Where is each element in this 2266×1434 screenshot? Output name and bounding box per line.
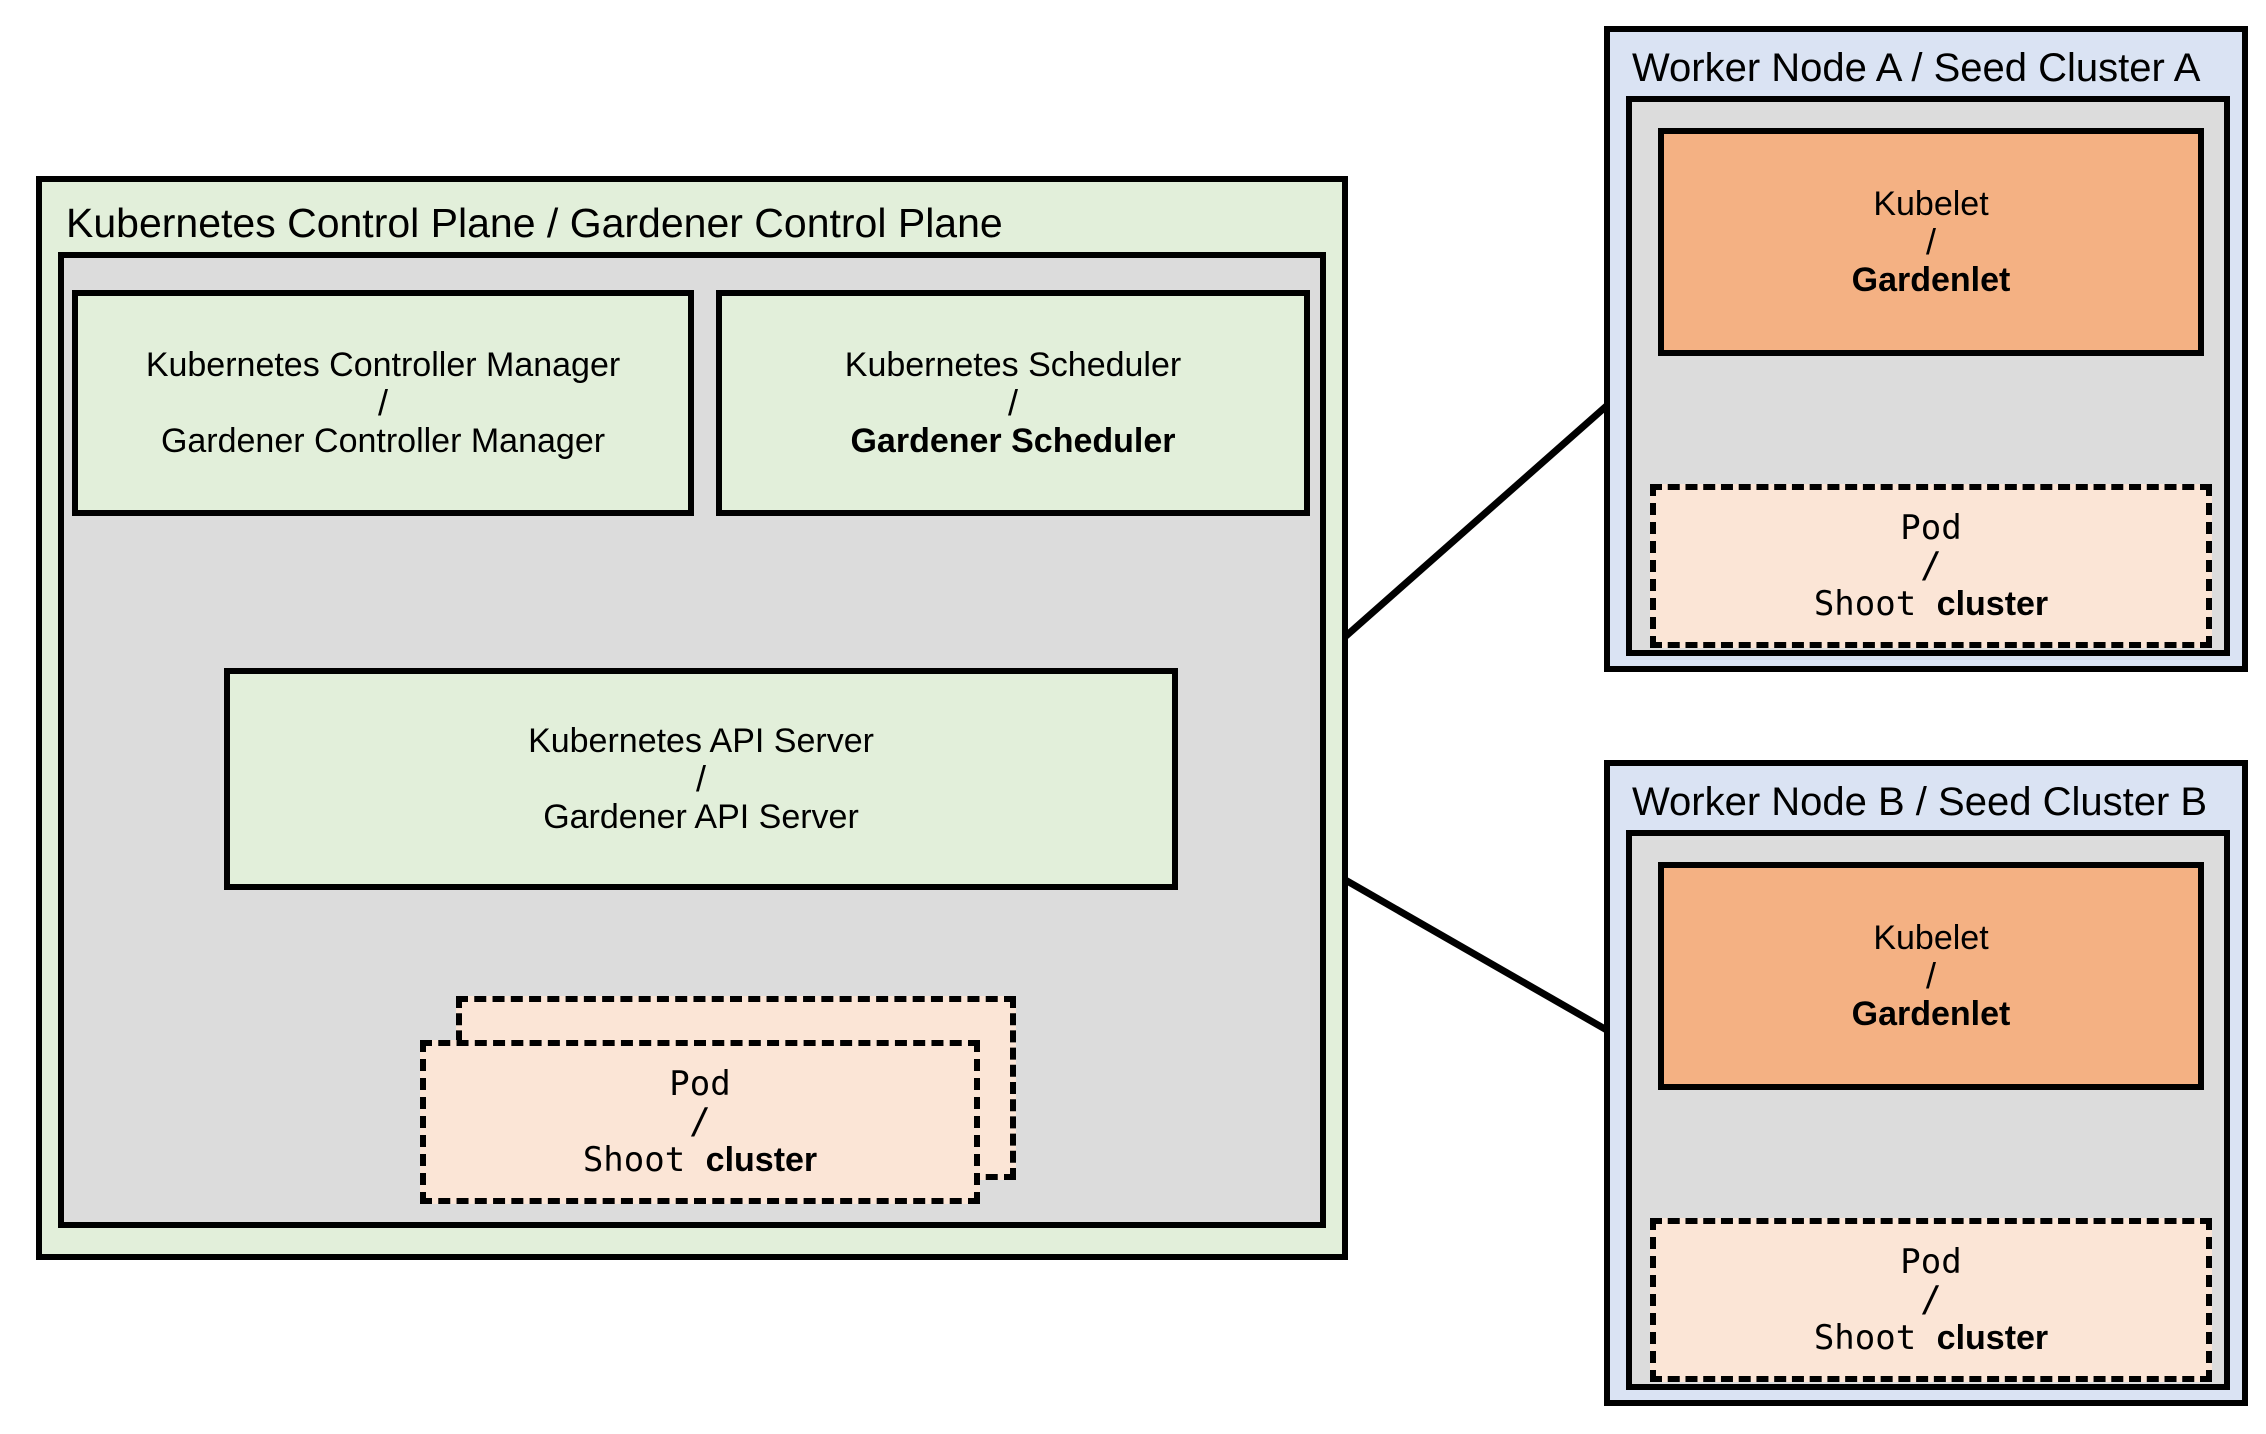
kubelet-b-line2: Gardenlet	[1851, 994, 2011, 1033]
kubelet-a-line2: Gardenlet	[1851, 260, 2011, 299]
pod-b-line2: Shoot cluster	[1814, 1319, 2048, 1357]
pod-a-separator: /	[1920, 545, 1942, 587]
worker-node-b-title: Worker Node B / Seed Cluster B	[1632, 780, 2208, 824]
kubernetes-controller-manager-box[interactable]: Kubernetes Controller Manager / Gardener…	[72, 290, 694, 516]
pod-b-separator: /	[1920, 1279, 1942, 1321]
control-plane-title: Kubernetes Control Plane / Gardener Cont…	[66, 200, 1003, 246]
scheduler-line2: Gardener Scheduler	[850, 421, 1176, 460]
gardenlet-a-box[interactable]: Kubelet / Gardenlet	[1658, 128, 2204, 356]
kubelet-b-line1: Kubelet	[1873, 919, 1989, 958]
controller-manager-separator: /	[377, 382, 388, 424]
cp-pod-line2-cluster: cluster	[705, 1140, 818, 1179]
kubelet-a-line1: Kubelet	[1873, 185, 1989, 224]
kubernetes-scheduler-box[interactable]: Kubernetes Scheduler / Gardener Schedule…	[716, 290, 1310, 516]
gardenlet-b-box[interactable]: Kubelet / Gardenlet	[1658, 862, 2204, 1090]
cp-pod-line2-shoot: Shoot	[582, 1139, 706, 1180]
pod-b-line2-cluster: cluster	[1936, 1318, 2049, 1357]
kubelet-a-separator: /	[1925, 221, 1936, 263]
control-plane-pod-box[interactable]: Pod / Shoot cluster	[420, 1040, 980, 1204]
pod-a-line2-shoot: Shoot	[1813, 583, 1937, 624]
worker-node-b-pod-box[interactable]: Pod / Shoot cluster	[1650, 1218, 2212, 1382]
cp-pod-separator: /	[689, 1101, 711, 1143]
kubelet-b-separator: /	[1925, 955, 1936, 997]
pod-b-line1: Pod	[1900, 1242, 1962, 1283]
kubernetes-api-server-box[interactable]: Kubernetes API Server / Gardener API Ser…	[224, 668, 1178, 890]
scheduler-separator: /	[1007, 382, 1018, 424]
scheduler-line1: Kubernetes Scheduler	[844, 346, 1182, 385]
controller-manager-line2: Gardener Controller Manager	[160, 421, 606, 460]
pod-b-line2-shoot: Shoot	[1813, 1317, 1937, 1358]
pod-a-line2-cluster: cluster	[1936, 584, 2049, 623]
cp-pod-line1: Pod	[669, 1064, 731, 1105]
api-server-line2: Gardener API Server	[543, 797, 859, 836]
api-server-separator: /	[695, 758, 706, 800]
controller-manager-line1: Kubernetes Controller Manager	[145, 346, 621, 385]
cp-pod-line2: Shoot cluster	[583, 1141, 817, 1179]
pod-a-line1: Pod	[1900, 508, 1962, 549]
worker-node-a-title: Worker Node A / Seed Cluster A	[1632, 46, 2201, 90]
worker-node-a-pod-box[interactable]: Pod / Shoot cluster	[1650, 484, 2212, 648]
pod-a-line2: Shoot cluster	[1814, 585, 2048, 623]
api-server-line1: Kubernetes API Server	[528, 722, 874, 761]
